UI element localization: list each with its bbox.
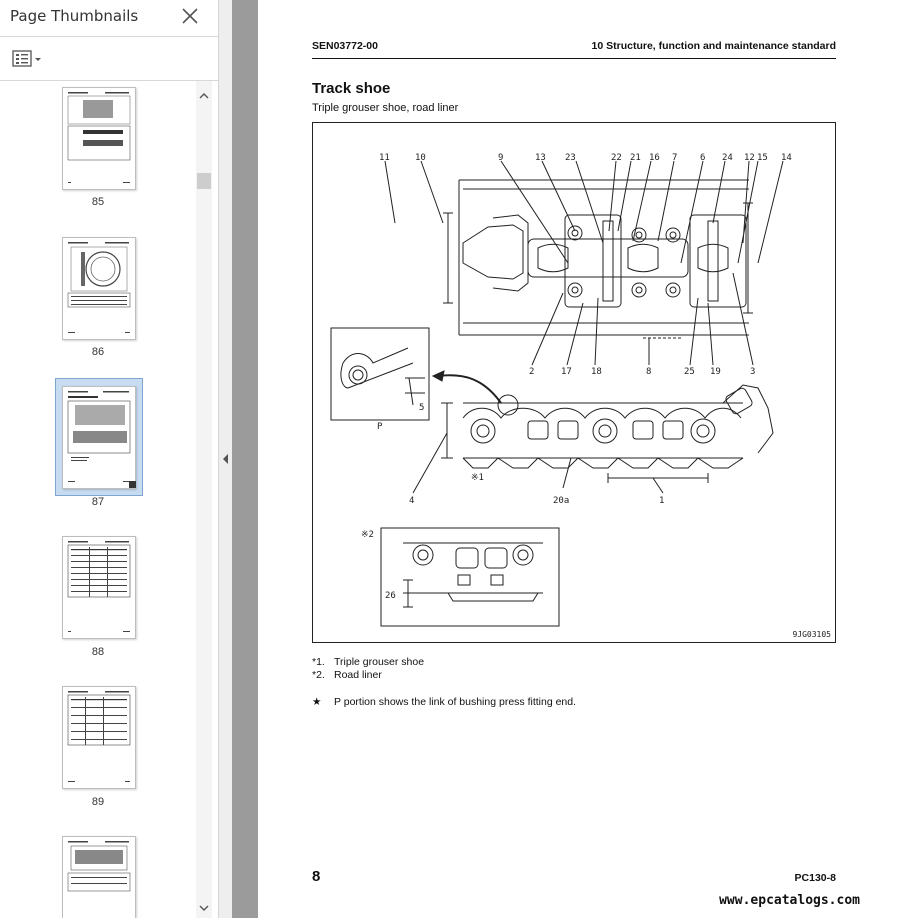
scroll-down-icon[interactable]	[196, 901, 212, 915]
footnote-text: Triple grouser shoe	[334, 656, 425, 668]
callout-label: 13	[535, 153, 546, 163]
thumbnail-page-number: 87	[91, 496, 105, 508]
callout-label: 3	[750, 367, 755, 377]
footnote: *2. Road liner	[312, 669, 382, 681]
callout-label: 4	[409, 496, 414, 506]
callout-label: 24	[722, 153, 733, 163]
callout-label: 21	[630, 153, 641, 163]
panel-header: Page Thumbnails	[0, 0, 218, 37]
document-code: SEN03772-00	[312, 40, 378, 52]
close-icon[interactable]	[180, 6, 200, 26]
callout-label: 23	[565, 153, 576, 163]
thumbnail-page-number: 86	[91, 346, 105, 358]
footnote-key: *1.	[312, 656, 325, 668]
thumbnail-page[interactable]	[62, 836, 136, 918]
callout-label: ※1	[471, 473, 484, 483]
panel-title: Page Thumbnails	[10, 7, 139, 25]
collapse-panel-icon[interactable]	[221, 452, 231, 466]
figure-code: 9JG03105	[792, 630, 831, 639]
thumbnail-page[interactable]	[62, 87, 136, 190]
section-title: Track shoe	[312, 80, 391, 97]
callout-label: 19	[710, 367, 721, 377]
watermark: www.epcatalogs.com	[719, 893, 860, 908]
callout-label: 14	[781, 153, 792, 163]
thumbnail-page-number: 85	[91, 196, 105, 208]
header-rule	[312, 58, 836, 59]
callout-label: 15	[757, 153, 768, 163]
thumbnail-page-88-preview	[67, 541, 131, 632]
page-number: 8	[312, 868, 321, 885]
callout-label: 10	[415, 153, 426, 163]
scroll-up-icon[interactable]	[196, 89, 212, 103]
callout-label: 11	[379, 153, 390, 163]
callout-label: 16	[649, 153, 660, 163]
callout-label: 22	[611, 153, 622, 163]
star-note: ★ P portion shows the link of bushing pre…	[312, 696, 576, 708]
thumbnail-page[interactable]	[62, 237, 136, 340]
star-icon: ★	[312, 696, 322, 708]
model-name: PC130-8	[794, 872, 836, 884]
selection-corner-marker	[129, 481, 136, 488]
callout-label: ※2	[361, 530, 374, 540]
thumbnail-list: 85 86	[0, 81, 196, 918]
panel-splitter[interactable]	[218, 0, 233, 918]
detail-label: P	[377, 422, 383, 432]
callout-label: 7	[672, 153, 677, 163]
callout-label: 25	[684, 367, 695, 377]
thumbnails-panel: Page Thumbnails 85	[0, 0, 218, 918]
thumbnail-page-number: 88	[91, 646, 105, 658]
document-gutter	[232, 0, 258, 918]
callout-label: 1	[659, 496, 664, 506]
callout-label: 17	[561, 367, 572, 377]
callout-label: 2	[529, 367, 534, 377]
thumbnail-scrollbar[interactable]	[196, 81, 212, 918]
chapter-title: 10 Structure, function and maintenance s…	[591, 40, 836, 52]
callout-label: 26	[385, 591, 396, 601]
section-subtitle: Triple grouser shoe, road liner	[312, 102, 459, 114]
thumbnail-page-89-preview	[67, 691, 131, 782]
callout-label: 8	[646, 367, 651, 377]
footnote-key: *2.	[312, 669, 325, 681]
footnote-text: Road liner	[334, 669, 382, 681]
callout-label: 12	[744, 153, 755, 163]
thumbnail-page[interactable]	[62, 536, 136, 639]
thumbnail-page[interactable]	[62, 686, 136, 789]
thumbnail-page-86-preview	[67, 242, 131, 333]
thumbnail-page-87-preview	[67, 391, 131, 482]
callout-labels: 11 10 9 13 23 22 21 16 7 6 24 12 15 14 2…	[361, 153, 792, 601]
star-note-text: P portion shows the link of bushing pres…	[334, 696, 577, 708]
scrollbar-thumb[interactable]	[197, 173, 211, 189]
thumbnail-page-90-preview	[67, 841, 131, 892]
callout-label: 20a	[553, 496, 569, 506]
thumbnail-options-icon[interactable]	[12, 50, 44, 68]
callout-label: 18	[591, 367, 602, 377]
track-shoe-figure: 11 10 9 13 23 22 21 16 7 6 24 12 15 14 2…	[312, 122, 836, 643]
track-shoe-drawing: 11 10 9 13 23 22 21 16 7 6 24 12 15 14 2…	[330, 153, 792, 627]
thumbnail-page-selected[interactable]	[62, 386, 136, 489]
footnote: *1. Triple grouser shoe	[312, 656, 424, 668]
thumbnail-page-number: 89	[91, 796, 105, 808]
callout-label: 6	[700, 153, 705, 163]
document-page: SEN03772-00 10 Structure, function and m…	[258, 0, 912, 918]
panel-toolbar	[0, 37, 218, 81]
thumbnail-page-85-preview	[67, 92, 131, 183]
callout-label: 9	[498, 153, 503, 163]
callout-label: 5	[419, 403, 424, 413]
